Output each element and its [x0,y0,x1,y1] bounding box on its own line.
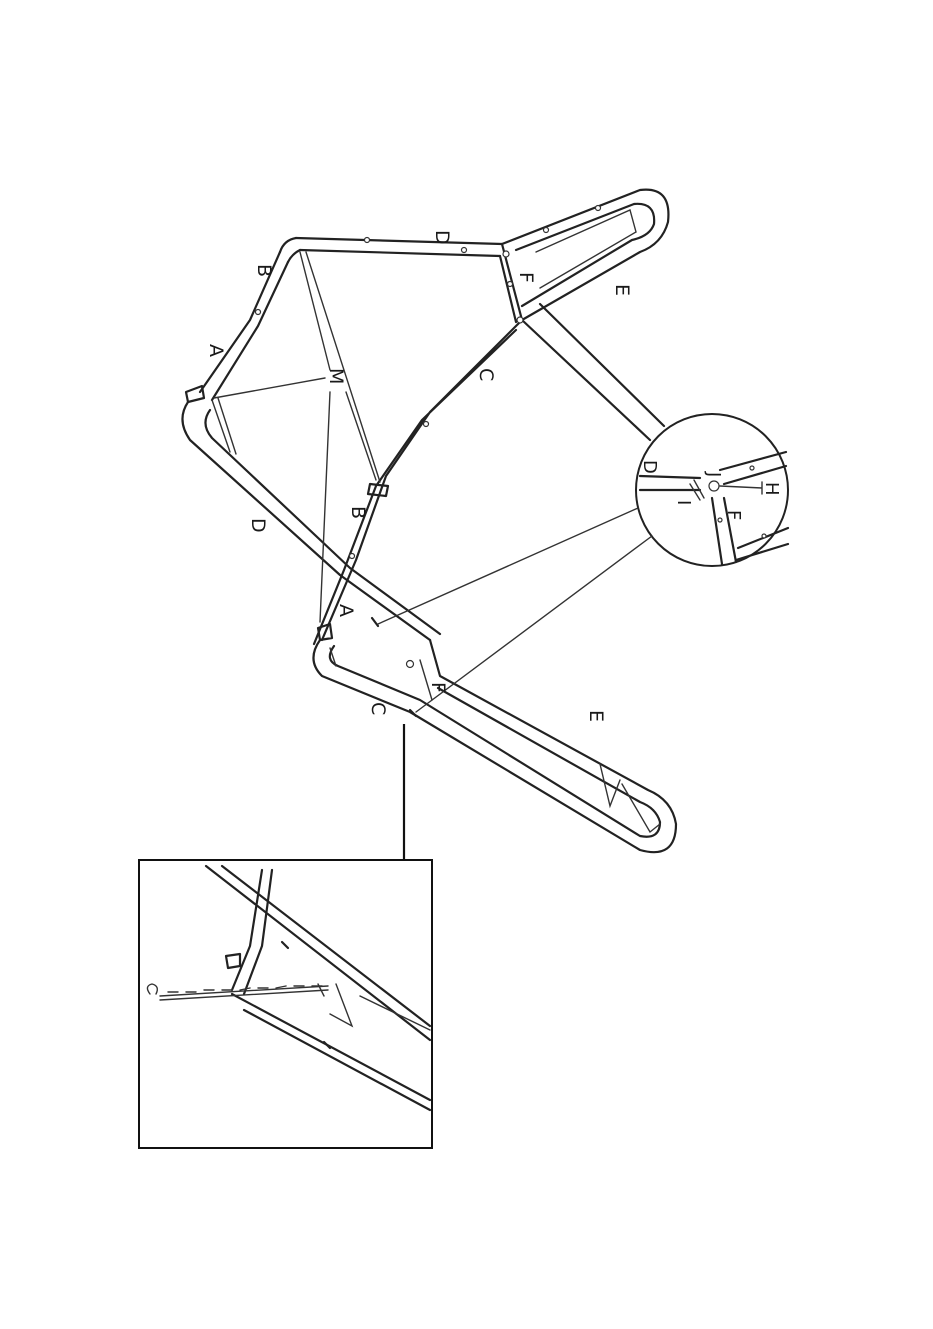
leg-d-left [182,402,440,640]
detail-label-f: F [723,510,744,520]
label-e-top: E [611,284,633,296]
detail-label-h: H [761,482,782,496]
leader-lines-detail [378,508,652,712]
label-d-top: D [431,230,453,245]
detail-label-i: I [673,500,694,505]
bolt-hole [596,206,601,211]
label-c-low: C [367,702,389,715]
bolt-hole [503,251,509,257]
label-c-mid: C [475,368,497,381]
bolt-hole [462,248,467,253]
support-inner-left [212,398,236,454]
foot-bottom [313,640,676,852]
bracket-top-left [186,386,204,402]
detail-label-j: J [703,471,724,477]
beam-d-top [296,238,502,256]
bolt-hole [424,422,429,427]
label-f-top: F [515,272,537,283]
leg-right-long [522,304,664,440]
arm-e-top [502,190,668,320]
bolt-hole [256,310,261,315]
detail-label-d: D [639,460,660,474]
support-inner-bottom [330,648,432,700]
bolt-hole [517,317,523,323]
frame-corner-top [280,238,300,262]
inset-chain-detail [139,860,432,1148]
m-straps [214,252,380,622]
label-a-top: A [205,344,227,357]
label-a-low: A [335,604,357,617]
bolt-hole [365,238,370,243]
sleeve-b-mid [368,484,388,496]
bolt-hole [350,554,355,559]
bolt-hole [407,661,414,668]
bolt-hole [544,228,549,233]
label-b-top: B [253,264,275,277]
label-e-low: E [585,710,607,722]
label-m: M [325,368,347,384]
label-f-low: F [427,682,449,693]
label-d-left: D [247,518,269,533]
bolt-hole [508,282,513,287]
foot-bottom-inner [600,764,660,832]
peg [372,618,378,626]
label-b-mid: B [347,506,369,519]
